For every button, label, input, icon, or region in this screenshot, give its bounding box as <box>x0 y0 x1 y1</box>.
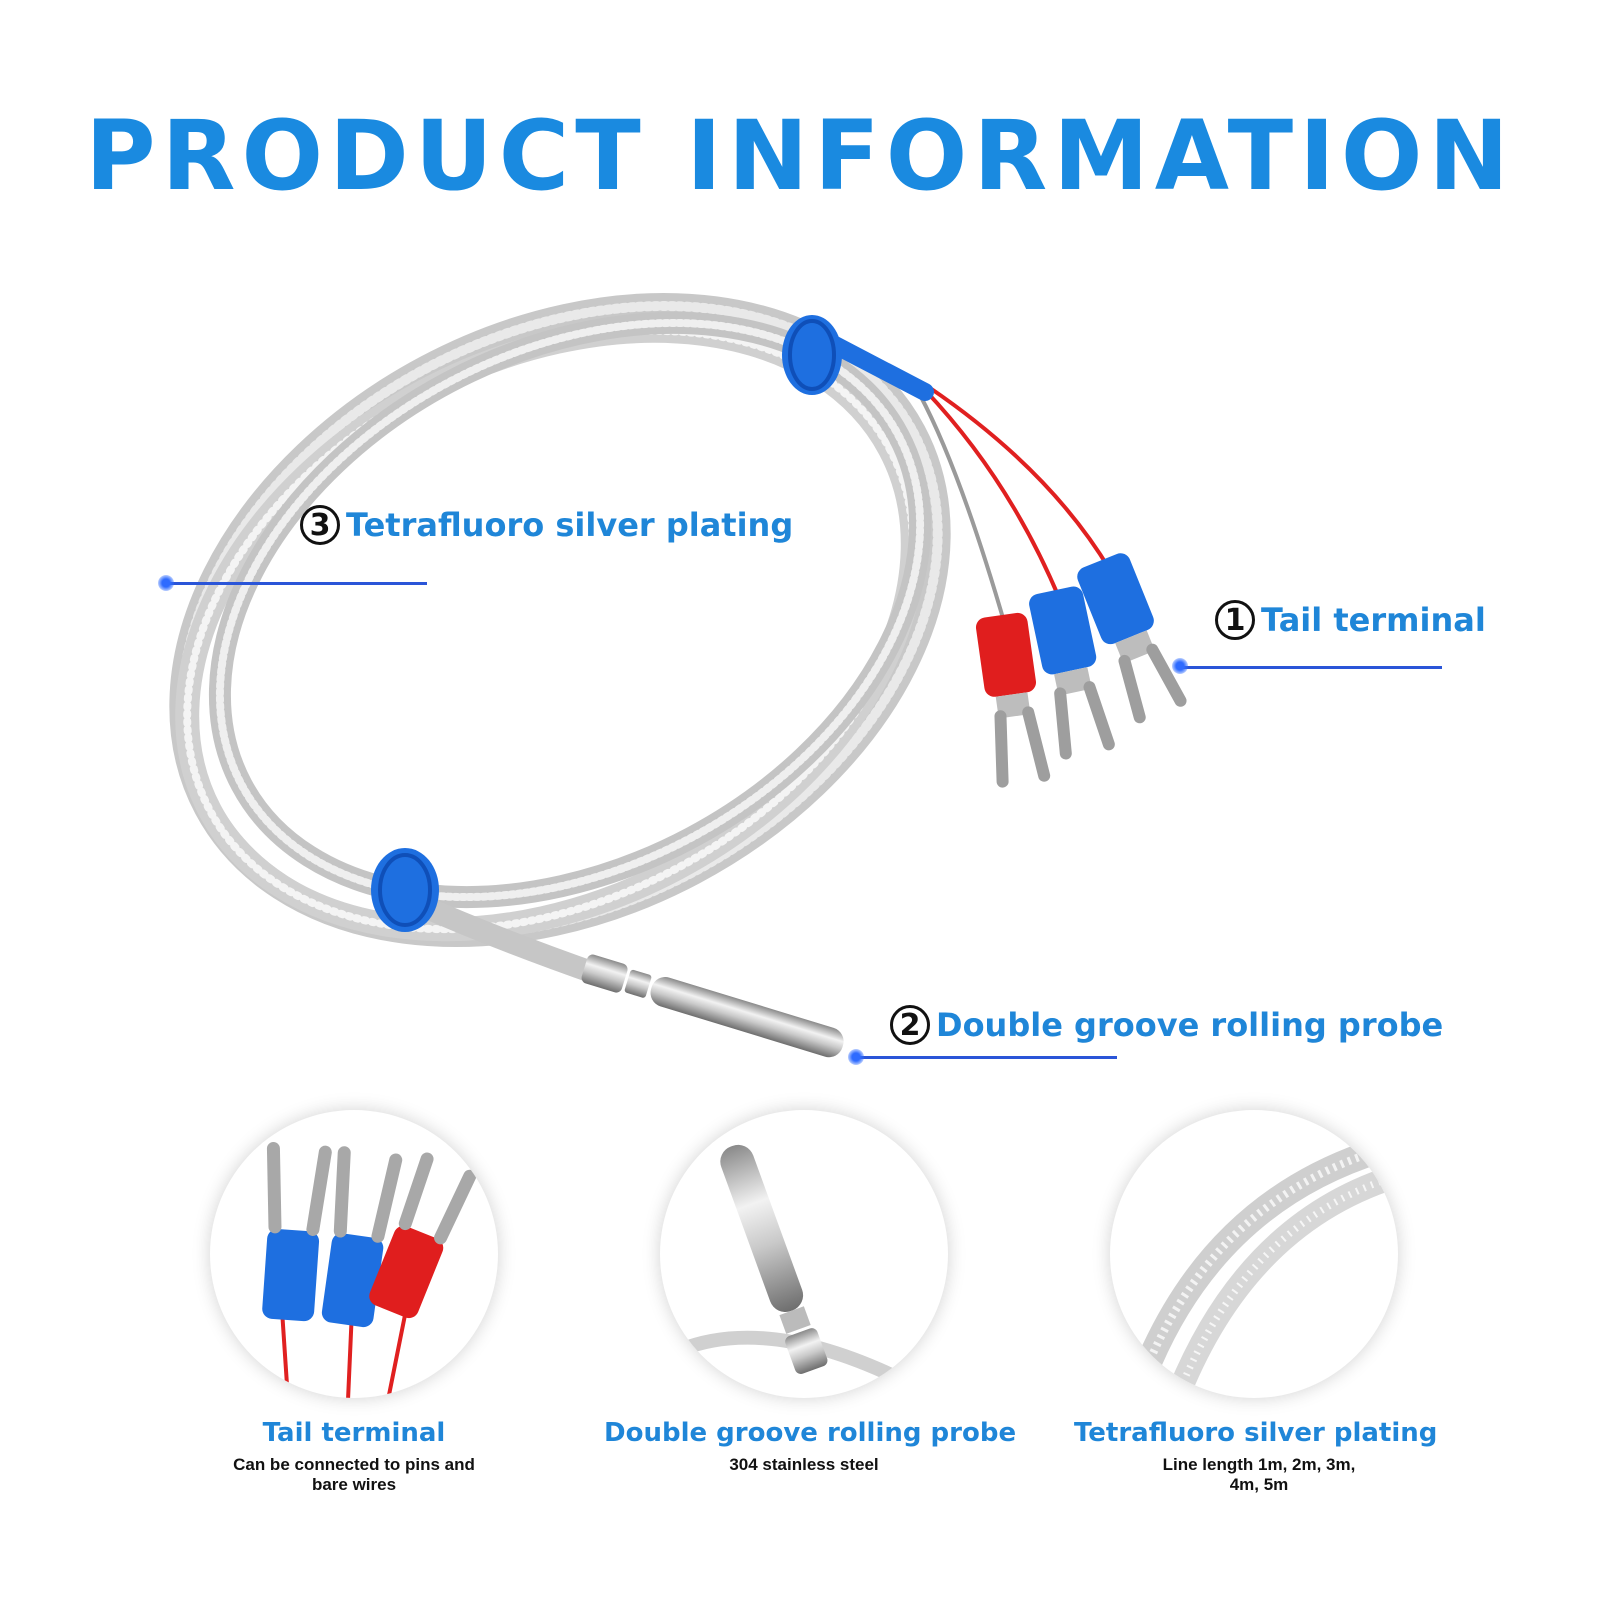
callout-label: Double groove rolling probe <box>936 1006 1444 1044</box>
wire-exit-sleeve <box>826 336 934 401</box>
callout-tetrafluoro-silver-plating: 3 Tetrafluoro silver plating <box>300 505 793 545</box>
marker-dot <box>848 1049 864 1065</box>
callout-number: 1 <box>1215 600 1255 640</box>
callout-number: 2 <box>890 1005 930 1045</box>
detail-title-probe: Double groove rolling probe <box>604 1418 1017 1448</box>
probe <box>581 954 844 1058</box>
callout-double-groove-probe: 2 Double groove rolling probe <box>890 1005 1443 1045</box>
probe-lead <box>409 894 611 986</box>
detail-desc-cable: Line length 1m, 2m, 3m, 4m, 5m <box>1162 1455 1356 1494</box>
marker-dot <box>158 575 174 591</box>
terminal-blue-1 <box>1029 586 1115 760</box>
detail-desc-probe: 304 stainless steel <box>729 1455 879 1474</box>
detail-title-tail-terminal: Tail terminal <box>262 1418 446 1448</box>
detail-desc-tail-terminal: Can be connected to pins and bare wires <box>233 1455 475 1494</box>
cable-tie-bottom <box>371 848 439 932</box>
leader-line <box>855 1056 1117 1059</box>
callout-number: 3 <box>300 505 340 545</box>
callout-label: Tail terminal <box>1261 601 1486 639</box>
terminal-red <box>975 612 1051 788</box>
detail-image-cable <box>1110 1110 1398 1398</box>
detail-image-tail-terminal <box>210 1110 498 1398</box>
cable-coil <box>169 293 951 947</box>
page-title: PRODUCT INFORMATION <box>85 100 1515 212</box>
callout-label: Tetrafluoro silver plating <box>346 506 794 544</box>
terminal-blue-2 <box>1077 553 1187 724</box>
leader-line <box>1180 666 1442 669</box>
marker-dot <box>1172 658 1188 674</box>
leader-line <box>165 582 427 585</box>
detail-image-probe <box>660 1110 948 1398</box>
cable-tie-top <box>782 315 842 395</box>
detail-title-cable: Tetrafluoro silver plating <box>1074 1418 1438 1448</box>
callout-tail-terminal: 1 Tail terminal <box>1215 600 1486 640</box>
tail-wires <box>918 386 1112 627</box>
